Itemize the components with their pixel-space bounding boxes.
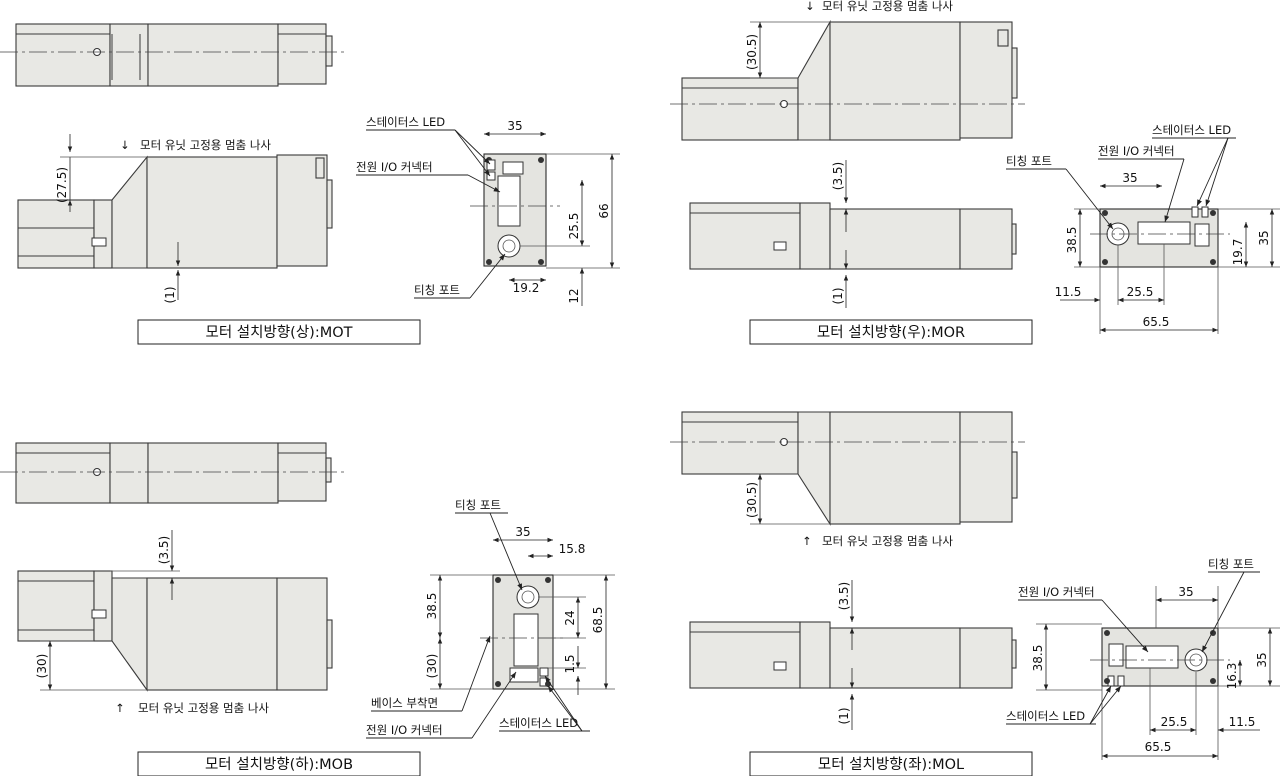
right-dim-offset: (30.5) [745, 34, 759, 70]
top-stopper-note: 모터 유닛 고정용 멈춤 나사 [140, 138, 271, 152]
left-dim-height: 38.5 [1031, 645, 1045, 672]
left-stopper-note: 모터 유닛 고정용 멈춤 나사 [822, 534, 953, 548]
right-dim-left-off: 11.5 [1055, 285, 1082, 299]
top-dim-port-x: 19.2 [513, 281, 540, 295]
left-label-teaching-port: 티칭 포트 [1208, 557, 1254, 571]
bottom-actuator-upper [0, 442, 345, 504]
left-dim-right-h: 35 [1255, 652, 1269, 667]
right-dims-face: 35 38.5 35 19.7 11.5 25.5 65.5 [1055, 171, 1280, 334]
right-actuator-lower [689, 202, 1017, 270]
bottom-dim-gap-top: (3.5) [157, 536, 171, 564]
left-dim-connector: 25.5 [1161, 715, 1188, 729]
left-dim-right-off: 11.5 [1229, 715, 1256, 729]
bottom-dim-width: 35 [515, 525, 530, 539]
right-dim-connector: 25.5 [1127, 285, 1154, 299]
bottom-dim-lower: (30) [425, 654, 439, 679]
right-dim-gap: (1) [831, 288, 845, 305]
left-caption: 모터 설치방향(좌):MOL [749, 751, 1033, 776]
top-caption: 모터 설치방향(상):MOT [137, 319, 421, 345]
bottom-stopper-note: 모터 유닛 고정용 멈춤 나사 [138, 701, 269, 715]
bottom-dim-height: 68.5 [591, 607, 605, 634]
left-caption-text: 모터 설치방향(좌):MOL [818, 756, 964, 773]
right-actuator-upper [670, 19, 1025, 141]
right-dim-gap-top: (3.5) [831, 162, 845, 190]
view-right: ↓ 모터 유닛 고정용 멈춤 나사 (30.5) [670, 0, 1280, 345]
right-dim-width: 35 [1122, 171, 1137, 185]
top-actuator-upper [0, 23, 345, 87]
right-callouts: 스테이터스 LED 전원 I/O 커넥터 티칭 포트 [1006, 123, 1236, 230]
right-label-status-led: 스테이터스 LED [1152, 123, 1231, 137]
left-dim-gap: (1) [837, 708, 851, 725]
left-actuator-lower [689, 621, 1017, 689]
left-dim-width: 35 [1178, 585, 1193, 599]
top-dim-connector: 25.5 [567, 213, 581, 240]
bottom-dim-port-x: 15.8 [559, 542, 586, 556]
bottom-label-power-io: 전원 I/O 커넥터 [366, 723, 443, 737]
top-dim-gap: (1) [163, 287, 177, 304]
right-dims-lower: (3.5) (1) [831, 160, 849, 308]
top-caption-text: 모터 설치방향(상):MOT [206, 324, 353, 341]
left-dims-face: 35 38.5 35 16.3 25.5 11.5 65.5 [1031, 585, 1280, 760]
top-dims-side: (27.5) (1) [55, 134, 181, 304]
bottom-dim-connector: 24 [563, 610, 577, 625]
bottom-dims-face: 35 15.8 38.5 (30) 68.5 24 1.5 [425, 525, 615, 695]
bottom-callouts: 티칭 포트 베이스 부착면 전원 I/O 커넥터 스테이터스 LED [366, 498, 590, 739]
bottom-caption: 모터 설치방향(하):MOB [137, 751, 421, 776]
top-end-face [470, 153, 560, 267]
bottom-stopper-arrow: ↑ [115, 701, 125, 715]
left-end-face [1090, 627, 1230, 687]
top-dim-width: 35 [507, 119, 522, 133]
left-dims-upper: (30.5) [745, 473, 830, 525]
bottom-dim-upper: 38.5 [425, 593, 439, 620]
top-dim-height: 66 [597, 203, 611, 218]
top-dim-offset: (27.5) [55, 167, 69, 203]
right-label-power-io: 전원 I/O 커넥터 [1098, 144, 1175, 158]
top-dim-port-y: 12 [567, 288, 581, 303]
top-callouts: 스테이터스 LED 전원 I/O 커넥터 티칭 포트 [356, 115, 506, 299]
top-label-status-led: 스테이터스 LED [366, 115, 445, 129]
left-callouts: 티칭 포트 전원 I/O 커넥터 스테이터스 LED [1006, 557, 1260, 725]
right-caption: 모터 설치방향(우):MOR [749, 319, 1033, 345]
left-dim-gap-top: (3.5) [837, 582, 851, 610]
bottom-label-status-led: 스테이터스 LED [499, 716, 578, 730]
top-dims-face: 35 66 25.5 12 19.2 [484, 119, 620, 306]
left-dim-offset: (30.5) [745, 482, 759, 518]
bottom-dims-side: (3.5) (30) [35, 530, 180, 691]
top-actuator-lower [17, 154, 333, 269]
right-stopper-arrow: ↓ [805, 0, 815, 13]
left-stopper-arrow: ↑ [802, 534, 812, 548]
right-end-face [1090, 206, 1230, 268]
right-dim-height: 38.5 [1065, 227, 1079, 254]
view-bottom: (3.5) (30) ↑ 모터 유닛 고정용 멈춤 나사 35 15. [0, 442, 615, 776]
bottom-caption-text: 모터 설치방향(하):MOB [205, 756, 353, 773]
right-dim-right-h: 35 [1257, 230, 1271, 245]
bottom-dim-led: 1.5 [563, 654, 577, 673]
left-dim-port-h: 16.3 [1225, 663, 1239, 690]
bottom-dim-offset: (30) [35, 654, 49, 679]
left-dim-total: 65.5 [1145, 740, 1172, 754]
left-label-power-io: 전원 I/O 커넥터 [1018, 585, 1095, 599]
right-dims-upper: (30.5) [745, 21, 830, 79]
top-label-power-io: 전원 I/O 커넥터 [356, 160, 433, 174]
bottom-label-base-face: 베이스 부착면 [371, 696, 438, 710]
left-actuator-upper [670, 411, 1025, 526]
view-top: ↓ 모터 유닛 고정용 멈춤 나사 (27.5) (1) [0, 23, 620, 345]
bottom-actuator-lower [17, 570, 333, 692]
top-label-teaching-port: 티칭 포트 [414, 283, 460, 297]
bottom-label-teaching-port: 티칭 포트 [455, 498, 501, 512]
top-stopper-arrow: ↓ [120, 138, 130, 152]
bottom-end-face [480, 574, 565, 690]
right-dim-led-h: 19.7 [1231, 239, 1245, 266]
right-caption-text: 모터 설치방향(우):MOR [817, 324, 965, 341]
right-dim-total: 65.5 [1143, 315, 1170, 329]
left-dims-lower: (3.5) (1) [837, 580, 855, 730]
right-stopper-note: 모터 유닛 고정용 멈춤 나사 [822, 0, 953, 13]
left-label-status-led: 스테이터스 LED [1006, 709, 1085, 723]
view-left: (30.5) ↑ 모터 유닛 고정용 멈춤 나사 (3.5) (1) [670, 411, 1280, 776]
right-label-teaching-port: 티칭 포트 [1006, 154, 1052, 168]
